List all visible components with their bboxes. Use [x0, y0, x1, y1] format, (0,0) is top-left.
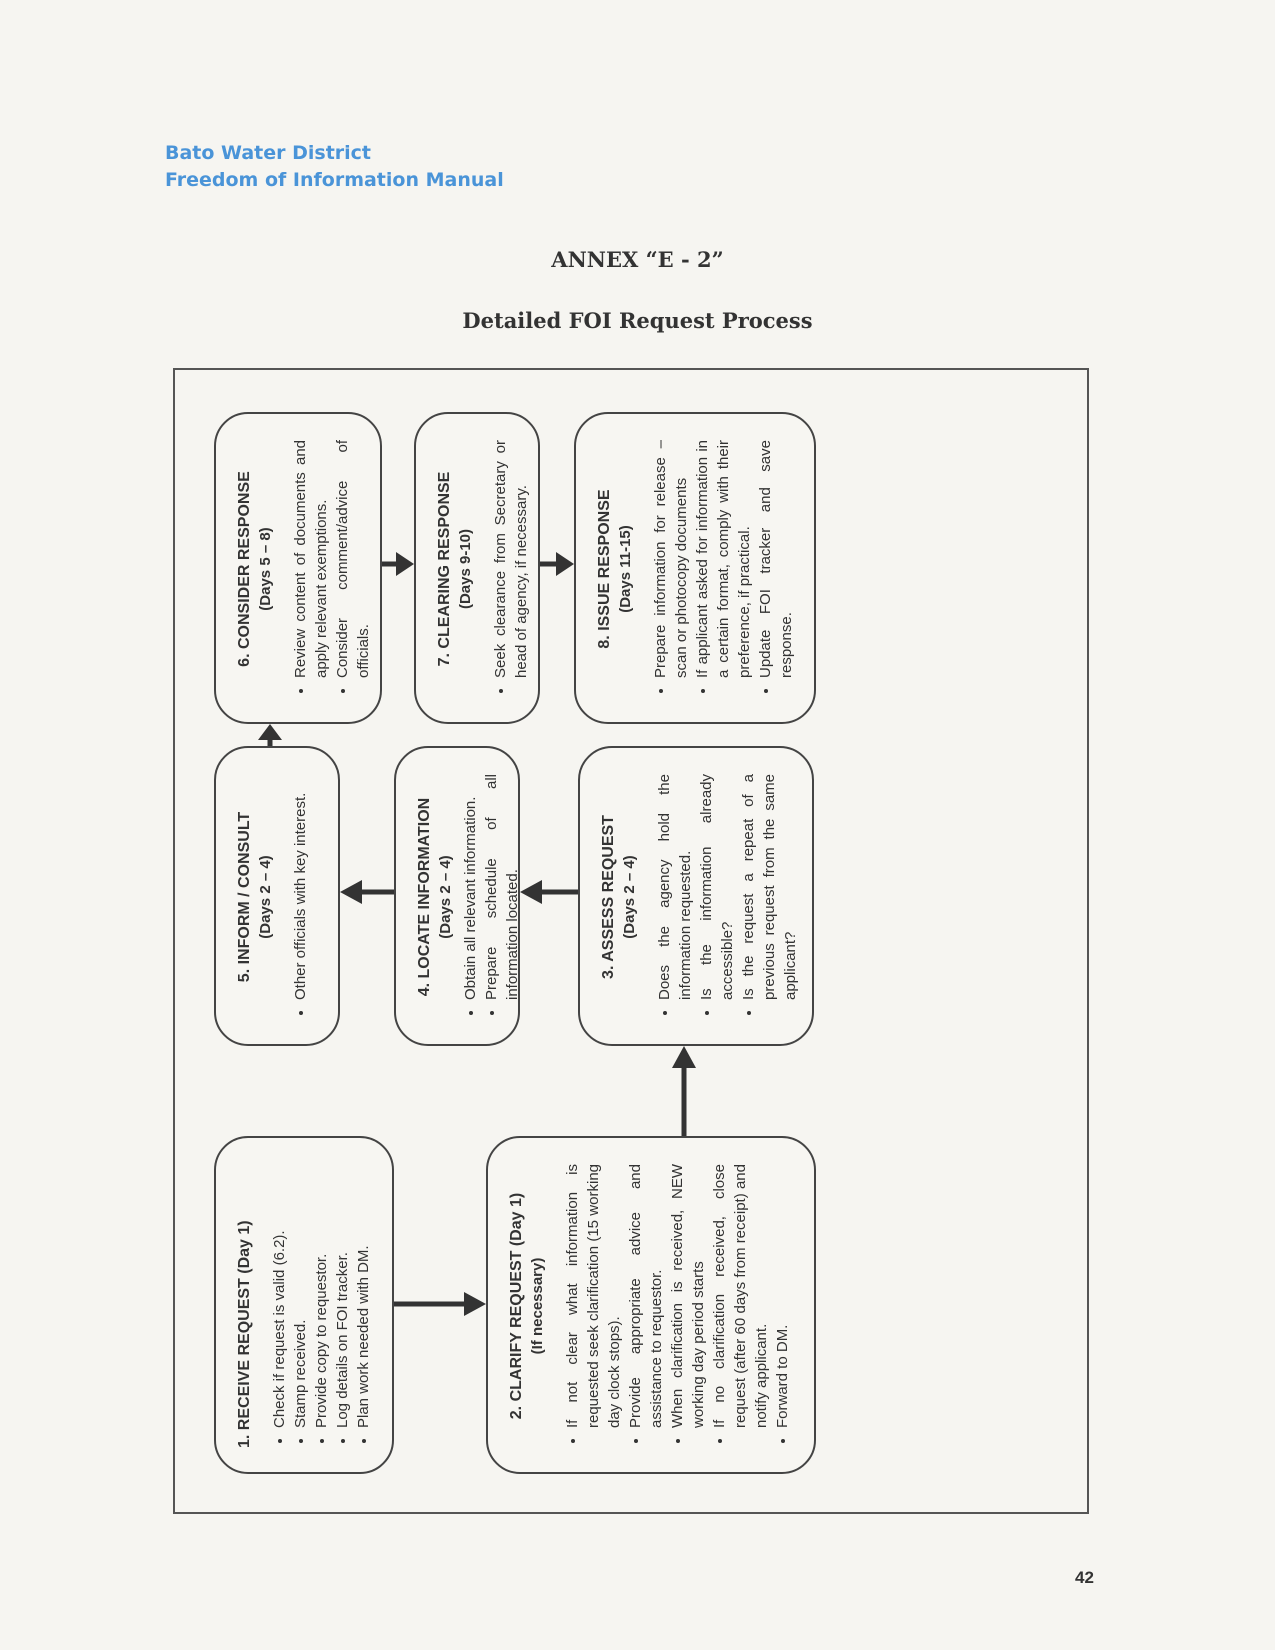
step-days: (Days 5 – 8) [257, 527, 274, 611]
step-title: 5. INFORM / CONSULT [236, 811, 253, 983]
annex-title: ANNEX “E - 2” [551, 247, 724, 272]
bullet: Prepare information for release – scan o… [650, 440, 692, 678]
bullet: Update FOI tracker and save response. [755, 440, 797, 678]
step-assess-request: 3. ASSESS REQUEST (Days 2 – 4) Does the … [578, 746, 814, 1046]
arrow-locate-to-inform [340, 880, 394, 904]
bullet: Forward to DM. [772, 1164, 793, 1428]
step-consider-response: 6. CONSIDER RESPONSE (Days 5 – 8) Review… [214, 412, 382, 724]
manual-name: Freedom of Information Manual [165, 169, 504, 191]
bullet: Stamp received. [290, 1164, 311, 1428]
step-bullets: If not clear what information is request… [562, 1164, 793, 1448]
bullet: If no clarification received, close requ… [709, 1164, 772, 1428]
step-days: (Days 2 – 4) [437, 855, 454, 939]
arrow-clearing-to-issue [540, 552, 574, 576]
step-days: (Days 2 – 4) [621, 855, 638, 939]
step-days: (Days 2 – 4) [257, 855, 274, 939]
document-subtitle: Detailed FOI Request Process [462, 308, 813, 333]
org-name: Bato Water District [165, 142, 372, 164]
step-bullets: Does the agency hold the information req… [654, 774, 801, 1020]
step-title: 3. ASSESS REQUEST [600, 815, 617, 979]
bullet: Is the request a repeat of a previous re… [738, 774, 801, 1000]
bullet: Check if request is valid (6.2). [269, 1164, 290, 1428]
step-title: 7. CLEARING RESPONSE [436, 471, 453, 667]
bullet: Does the agency hold the information req… [654, 774, 696, 1000]
step-bullets: Seek clearance from Secretary or head of… [490, 440, 532, 698]
bullet: If applicant asked for information in a … [692, 440, 755, 678]
bullet: Plan work needed with DM. [353, 1164, 374, 1428]
bullet: Other officials with key interest. [290, 774, 311, 1000]
bullet: Obtain all relevant information. [460, 774, 481, 1000]
step-bullets: Other officials with key interest. [290, 774, 311, 1020]
bullet: Prepare schedule of all information loca… [481, 774, 523, 1000]
organization-header: Bato Water District Freedom of Informati… [165, 140, 504, 194]
arrow-consider-to-clearing [382, 552, 414, 576]
step-title: 1. RECEIVE REQUEST (Day 1) [236, 1220, 253, 1448]
step-days: (Days 11-15) [617, 525, 634, 613]
page-number: 42 [1075, 1568, 1094, 1587]
bullet: Is the information already accessible? [696, 774, 738, 1000]
arrow-receive-to-clarify [394, 1292, 486, 1316]
bullet: Provide appropriate advice and assistanc… [625, 1164, 667, 1428]
foi-process-flowchart: 1. RECEIVE REQUEST (Day 1) Check if requ… [214, 398, 1060, 1474]
arrow-inform-to-consider [258, 724, 282, 746]
bullet: Log details on FOI tracker. [332, 1164, 353, 1428]
step-clearing-response: 7. CLEARING RESPONSE (Days 9-10) Seek cl… [414, 412, 540, 724]
step-issue-response: 8. ISSUE RESPONSE (Days 11-15) Prepare i… [574, 412, 816, 724]
arrow-assess-to-locate [520, 880, 578, 904]
diagram-frame [173, 368, 1089, 1514]
step-days: (If necessary) [529, 1257, 546, 1355]
step-title: 8. ISSUE RESPONSE [596, 489, 613, 649]
step-bullets: Prepare information for release – scan o… [650, 440, 797, 698]
bullet: If not clear what information is request… [562, 1164, 625, 1428]
bullet: When clarification is received, NEW work… [667, 1164, 709, 1428]
step-bullets: Obtain all relevant information. Prepare… [460, 774, 523, 1020]
bullet: Provide copy to requestor. [311, 1164, 332, 1428]
step-bullets: Review content of documents and apply re… [290, 440, 374, 698]
step-clarify-request: 2. CLARIFY REQUEST (Day 1) (If necessary… [486, 1136, 816, 1474]
arrow-clarify-to-assess [672, 1046, 696, 1136]
step-receive-request: 1. RECEIVE REQUEST (Day 1) Check if requ… [214, 1136, 394, 1474]
step-title: 2. CLARIFY REQUEST (Day 1) [508, 1192, 525, 1420]
bullet: Seek clearance from Secretary or head of… [490, 440, 532, 678]
step-title: 6. CONSIDER RESPONSE [236, 471, 253, 667]
step-days: (Days 9-10) [457, 528, 474, 610]
step-bullets: Check if request is valid (6.2). Stamp r… [269, 1164, 374, 1448]
bullet: Review content of documents and apply re… [290, 440, 332, 678]
step-title: 4. LOCATE INFORMATION [416, 797, 433, 997]
step-locate-information: 4. LOCATE INFORMATION (Days 2 – 4) Obtai… [394, 746, 523, 1046]
bullet: Consider comment/advice of officials. [332, 440, 374, 678]
step-inform-consult: 5. INFORM / CONSULT (Days 2 – 4) Other o… [214, 746, 340, 1046]
